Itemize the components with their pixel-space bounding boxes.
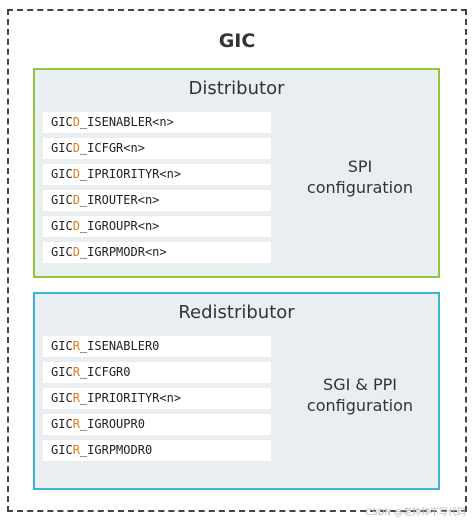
distributor-register-list: GICD_ISENABLER<n> GICD_ICFGR<n> GICD_IPR… [43,112,271,268]
sgi-ppi-configuration-label: SGI & PPI configuration [306,375,414,415]
register-item: GICR_IGROUPR0 [43,414,271,435]
distributor-block: Distributor GICD_ISENABLER<n> GICD_ICFGR… [33,68,440,278]
spi-configuration-label: SPI configuration [306,157,414,197]
register-item: GICD_IPRIORITYR<n> [43,164,271,185]
register-item: GICR_ICFGR0 [43,362,271,383]
register-item: GICD_ISENABLER<n> [43,112,271,133]
register-item: GICD_IROUTER<n> [43,190,271,211]
register-item: GICR_IGRPMODR0 [43,440,271,461]
register-item: GICD_ICFGR<n> [43,138,271,159]
register-item: GICR_IPRIORITYR<n> [43,388,271,409]
gic-frame [7,9,467,512]
watermark: CSDN @老帅帅不写代码 [365,508,466,518]
register-item: GICD_IGROUPR<n> [43,216,271,237]
redistributor-block: Redistributor GICR_ISENABLER0 GICR_ICFGR… [33,292,440,490]
register-item: GICR_ISENABLER0 [43,336,271,357]
gic-title: GIC [218,30,256,52]
redistributor-register-list: GICR_ISENABLER0 GICR_ICFGR0 GICR_IPRIORI… [43,336,271,466]
distributor-title: Distributor [188,78,285,99]
register-item: GICD_IGRPMODR<n> [43,242,271,263]
redistributor-title: Redistributor [178,302,295,323]
